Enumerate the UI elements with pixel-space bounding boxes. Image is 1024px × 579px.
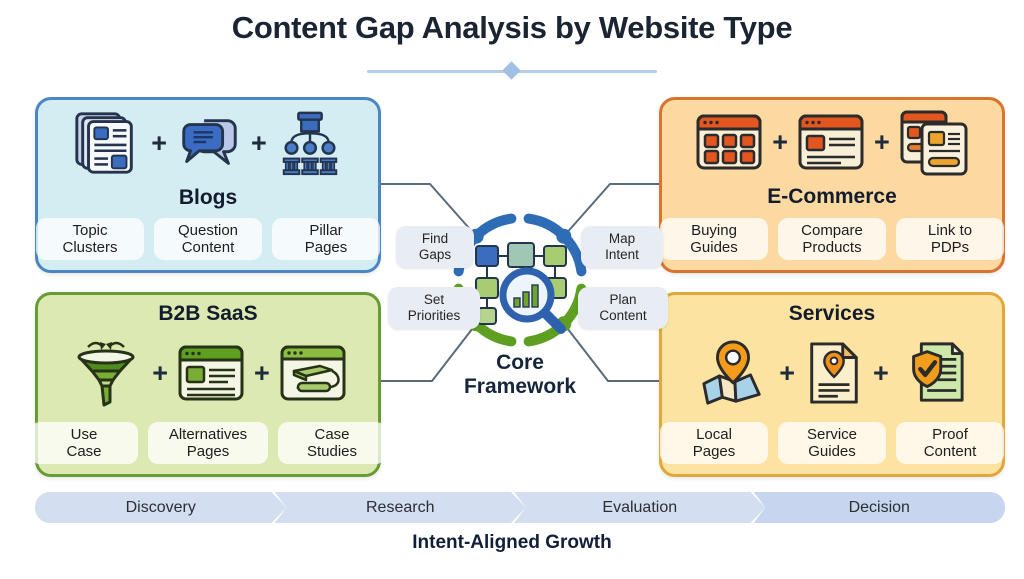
magnifier-flowchart-icon [475,242,567,334]
ecommerce-chips: Buying Guides Compare Products Link to P… [660,217,1004,260]
title-divider [367,61,657,80]
chip-pillar-pages: Pillar Pages [272,217,380,260]
alternatives-page-icon [176,342,246,404]
case-study-book-icon [278,342,348,404]
plus-sign: + [873,357,889,388]
label-plan-content: Plan Content [578,287,668,329]
panel-services: Services + [659,292,1005,477]
plus-sign: + [254,357,270,388]
stage-discovery: Discovery [35,492,287,523]
shield-check-doc-icon [897,340,969,406]
service-doc-pin-icon [803,339,865,407]
chip-use-case: Use Case [30,421,138,464]
services-icon-row: + + [695,339,969,407]
chip-local-pages: Local Pages [660,421,768,464]
chip-question-content: Question Content [154,217,262,260]
chip-buying-guides: Buying Guides [660,217,768,260]
stage-decision: Decision [753,492,1005,523]
growth-caption: Intent-Aligned Growth [412,532,612,553]
chip-service-guides: Service Guides [778,421,886,464]
stacked-articles-icon [71,108,143,178]
panel-ecommerce: + + [659,97,1005,273]
core-framework-label: Core Framework [463,351,577,399]
services-chips: Local Pages Service Guides Proof Content [660,421,1004,464]
page-title: Content Gap Analysis by Website Type [231,10,793,45]
blogs-icon-row: + + [71,108,345,178]
stacked-product-pages-icon [898,108,970,176]
pillar-structure-icon [275,108,345,178]
chip-link-to-pdps: Link to PDPs [896,217,1004,260]
saas-title: B2B SaaS [158,302,258,325]
diamond-icon [502,61,521,80]
chip-compare-products: Compare Products [778,217,886,260]
plus-sign: + [874,126,890,157]
stage-research: Research [275,492,527,523]
saas-chips: Use Case Alternatives Pages Case Studies [30,421,386,464]
panel-blogs: + + [35,97,381,273]
ecommerce-title: E-Commerce [767,184,897,208]
services-title: Services [788,302,876,325]
label-set-priorities: Set Priorities [388,287,480,329]
chip-alternatives-pages: Alternatives Pages [148,421,268,464]
core-circle-bg [464,224,576,336]
chip-proof-content: Proof Content [896,421,1004,464]
saas-icon-row: + + [68,338,348,408]
ring-node-dots [468,228,572,332]
label-map-intent: Map Intent [581,226,663,268]
product-grid-icon [694,111,764,173]
funnel-icon [68,338,144,408]
journey-stage-bar: Discovery Research Evaluation Decision [35,492,1005,523]
ecommerce-icon-row: + + [694,108,970,176]
plus-sign: + [779,357,795,388]
plus-sign: + [251,127,267,158]
product-page-icon [796,111,866,173]
blogs-title: Blogs [178,185,238,209]
plus-sign: + [772,126,788,157]
panel-saas: B2B SaaS + [30,292,386,477]
stage-evaluation: Evaluation [514,492,766,523]
map-pin-icon [695,339,771,407]
blogs-chips: Topic Clusters Question Content Pillar P… [36,217,380,260]
plus-sign: + [152,357,168,388]
label-find-gaps: Find Gaps [396,226,474,268]
chip-case-studies: Case Studies [278,421,386,464]
chat-bubbles-icon [175,112,243,174]
plus-sign: + [151,127,167,158]
chip-topic-clusters: Topic Clusters [36,217,144,260]
